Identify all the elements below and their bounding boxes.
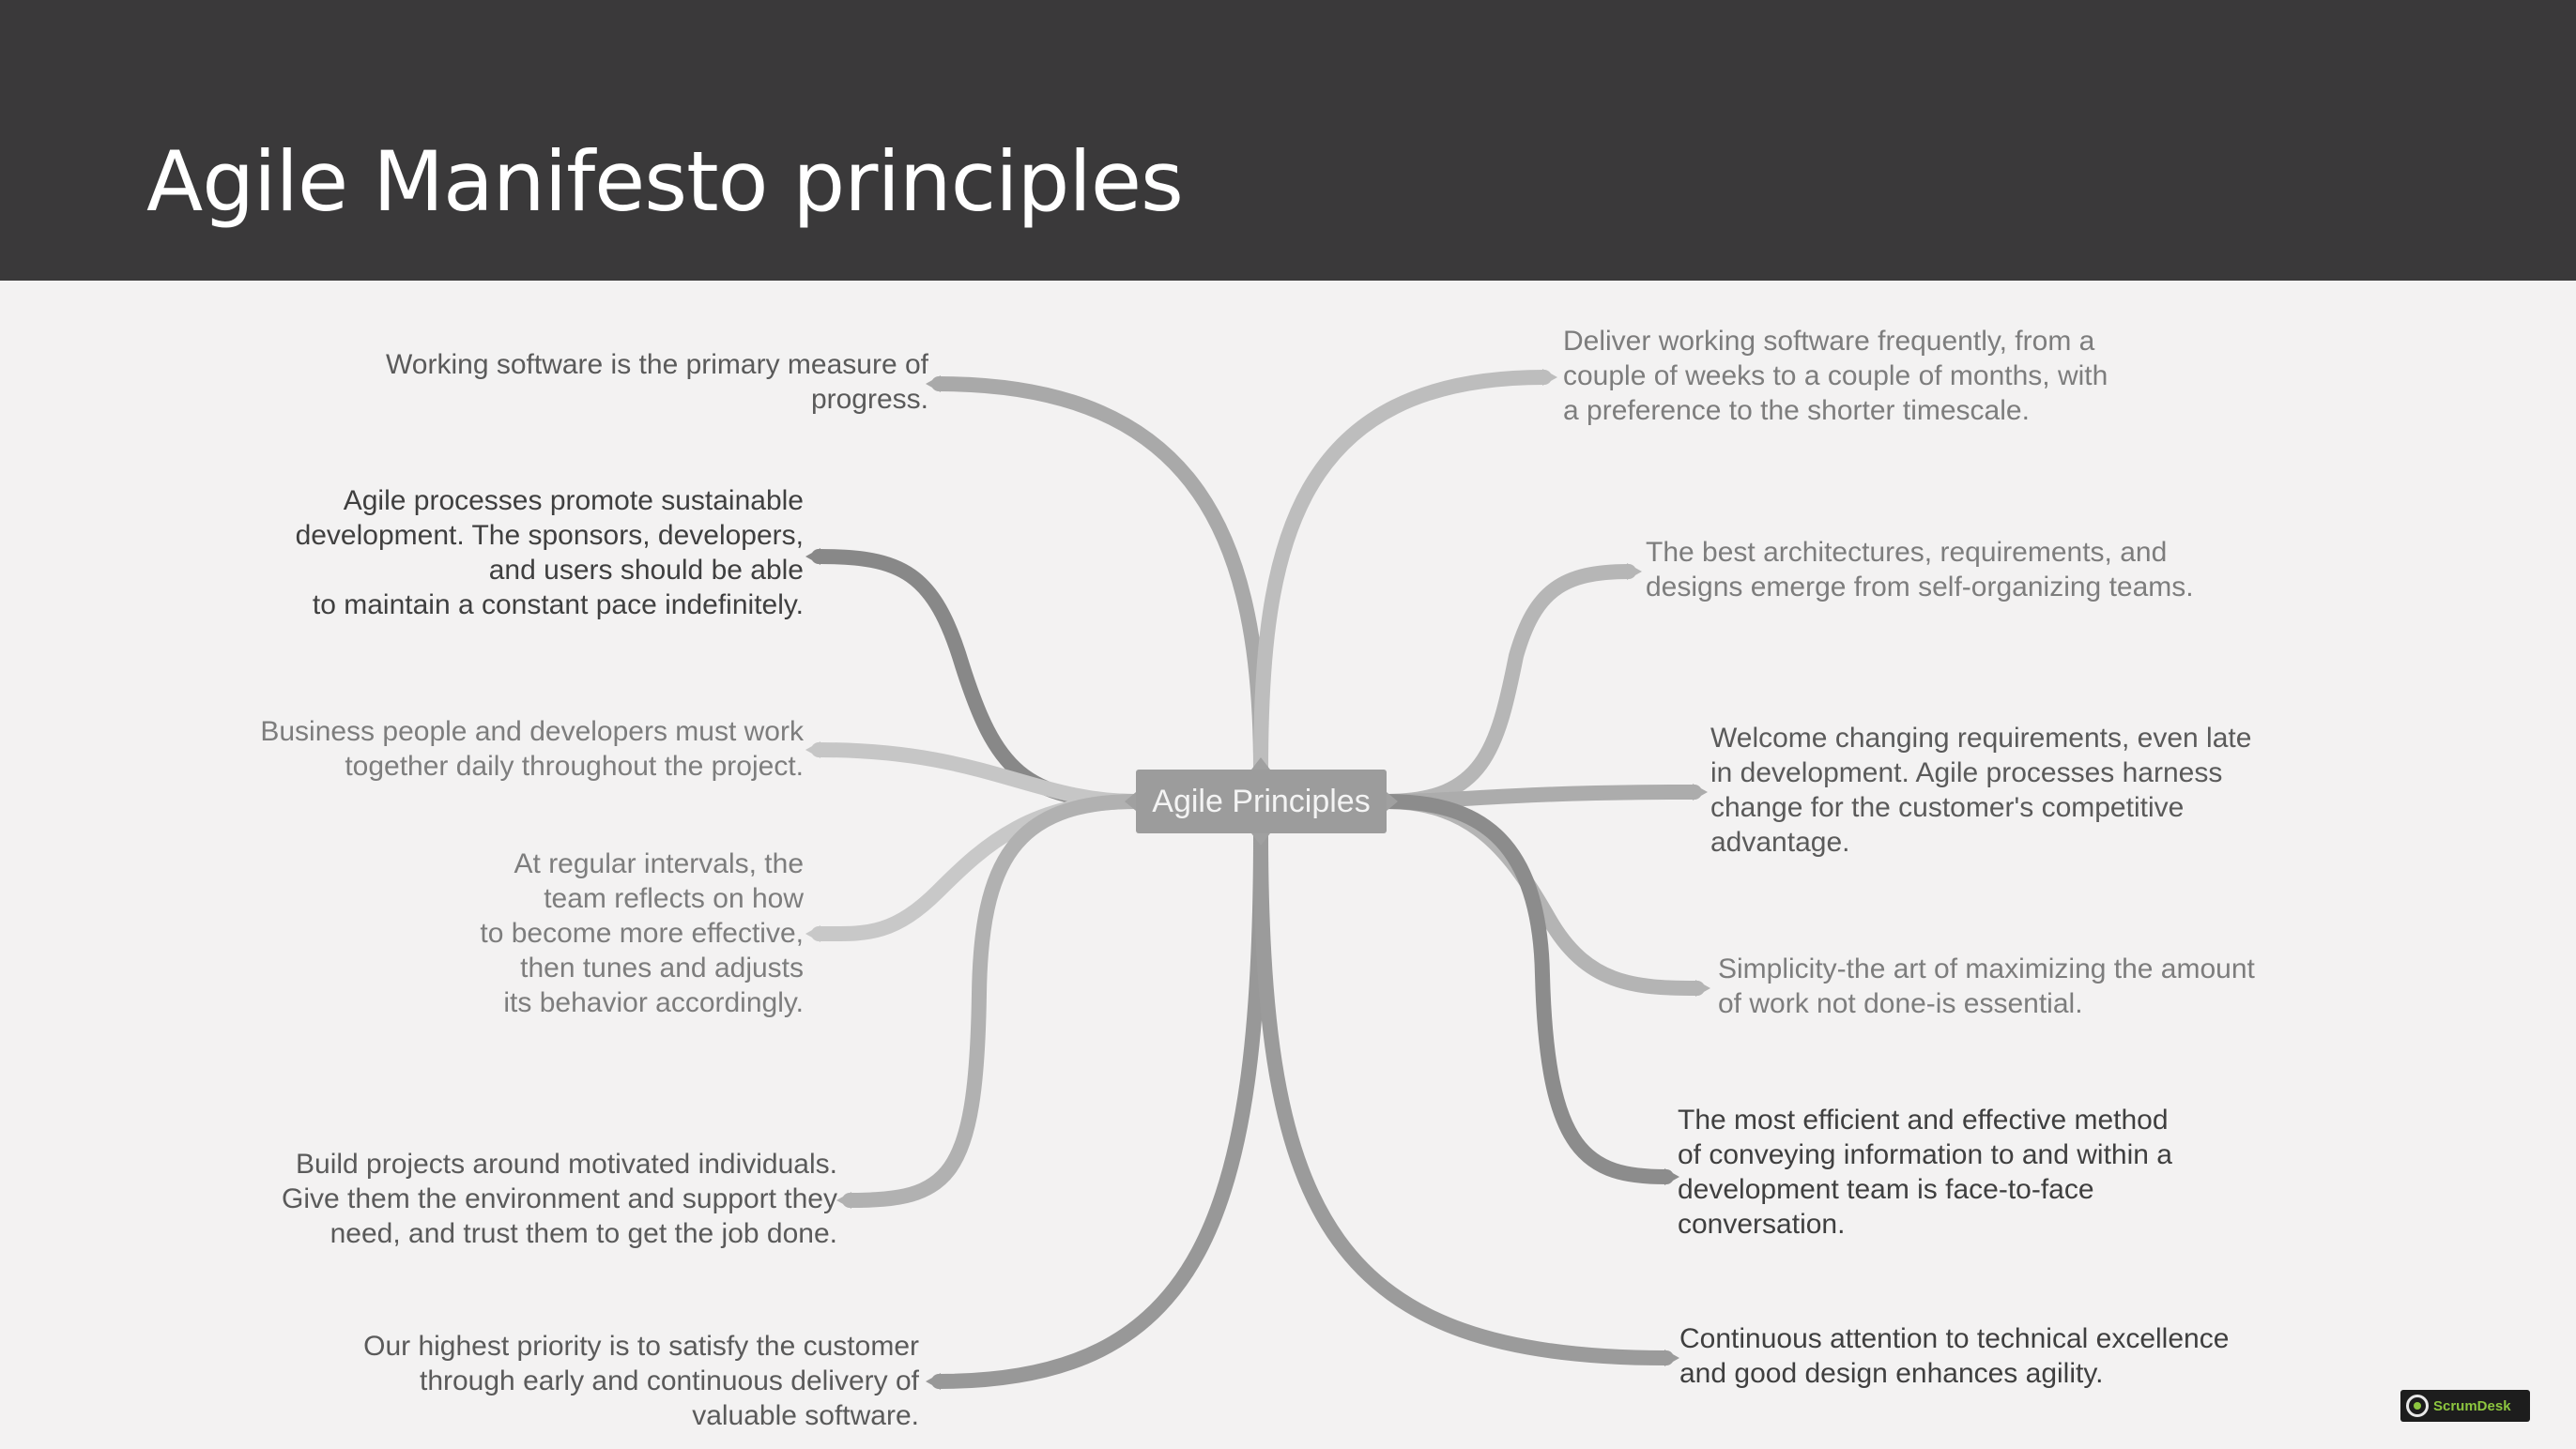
principle-left-4: At regular intervals, the team reflects … [480,848,804,1018]
principle-right-6: Continuous attention to technical excell… [1679,1323,2230,1389]
branch-right-2-arrow [1627,563,1642,580]
branch-left-2-arrow [805,548,820,565]
principle-left-6: Our highest priority is to satisfy the c… [363,1331,919,1431]
branch-left-1-arrow [926,375,941,392]
center-node-right-tick [1387,792,1398,811]
scrumdesk-logo-icon [2406,1395,2429,1417]
principle-left-1: Working software is the primary measure … [386,349,928,415]
scrumdesk-logo-text: ScrumDesk [2433,1397,2511,1414]
branch-left-3 [811,742,1143,809]
principle-right-2: The best architectures, requirements, an… [1646,537,2194,602]
branch-right-1-arrow [1542,369,1557,386]
branch-left-4-arrow [805,925,820,942]
principle-left-3: Business people and developers must work… [260,716,804,782]
center-node: Agile Principles [1136,770,1387,833]
branch-right-6-arrow [1664,1350,1679,1366]
principle-right-1: Deliver working software frequently, fro… [1563,326,2108,426]
branch-right-3-arrow [1693,784,1708,801]
slide-header: Agile Manifesto principles [0,0,2576,281]
mindmap-branches [805,369,1710,1390]
mindmap: Agile Principles Working software is the… [0,281,2576,1449]
branch-left-1 [931,376,1268,777]
branch-right-4-arrow [1695,980,1710,997]
principle-left-5: Build projects around motivated individu… [281,1149,837,1249]
principle-right-4: Simplicity-the art of maximizing the amo… [1718,953,2255,1019]
scrumdesk-logo: ScrumDesk [2400,1390,2530,1422]
principle-left-2: Agile processes promote sustainable deve… [295,485,804,620]
branch-right-6 [1253,826,1674,1365]
branch-right-5-arrow [1664,1168,1679,1185]
branch-right-1 [1253,370,1552,777]
branch-left-5 [842,794,1143,1208]
branch-right-5 [1379,794,1674,1184]
branch-left-6-arrow [926,1373,941,1390]
center-node-top-tick [1251,757,1270,770]
branch-right-2 [1379,564,1636,809]
branch-left-5-arrow [836,1192,851,1209]
slide-title: Agile Manifesto principles [146,133,1184,230]
center-node-bottom-tick [1251,833,1270,846]
principle-right-3: Welcome changing requirements, even late… [1710,723,2252,858]
center-node-left-tick [1125,792,1136,811]
branch-left-3-arrow [805,741,820,758]
branch-left-6 [931,826,1268,1389]
principle-right-5: The most efficient and effective method … [1678,1105,2172,1240]
branch-left-4 [811,794,1143,942]
